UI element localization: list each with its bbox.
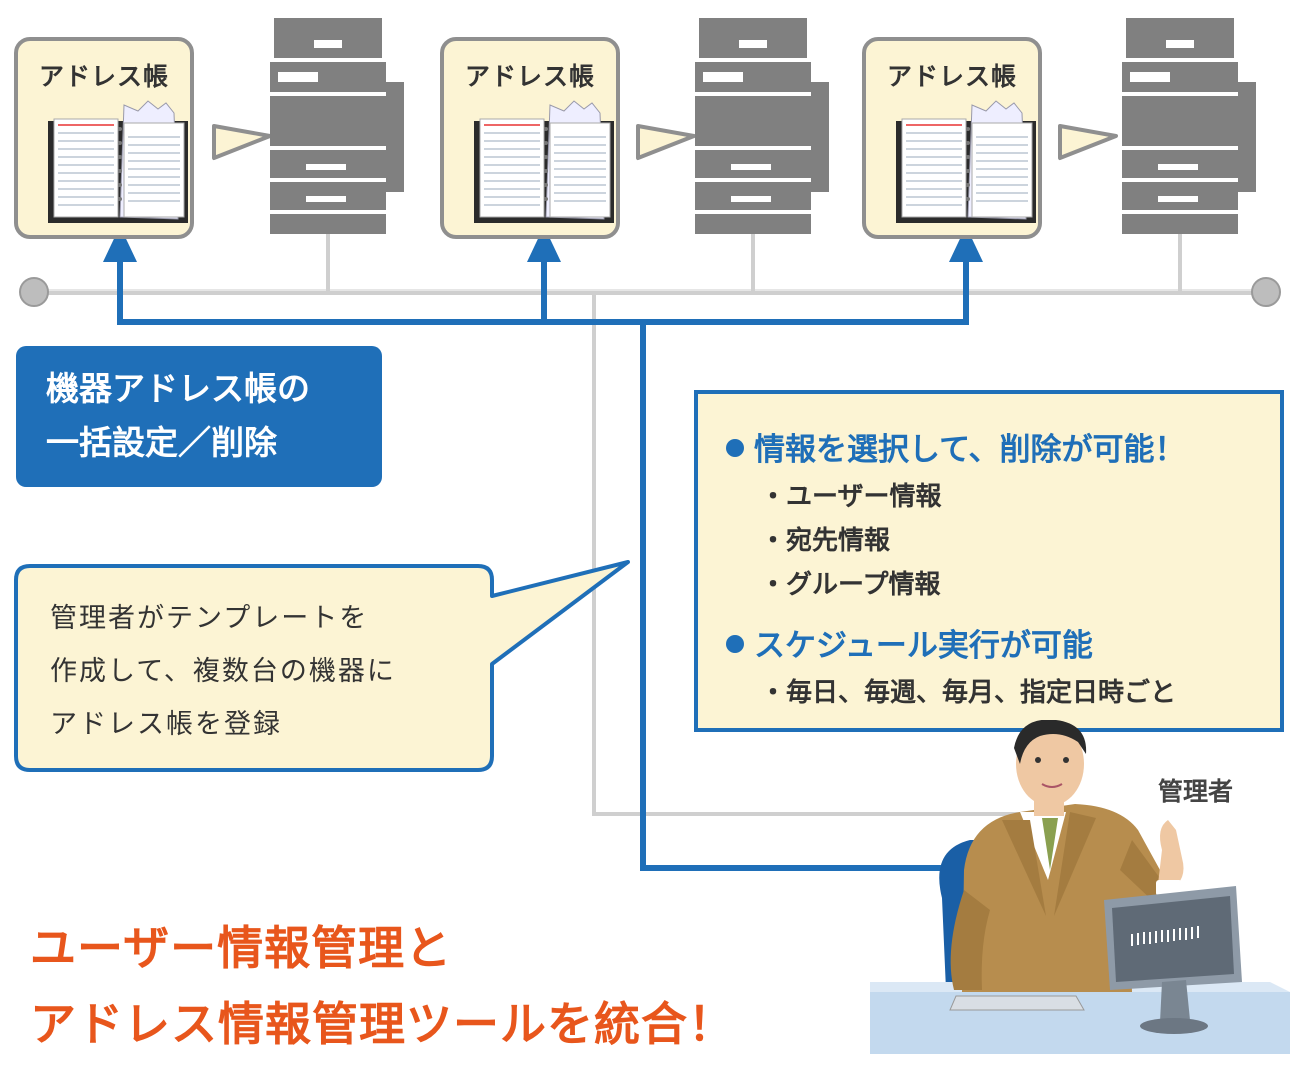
- headline-line-2: アドレス情報管理ツールを統合！: [30, 997, 735, 1051]
- bulk-callout-line-2: 一括設定／削除: [46, 423, 277, 462]
- arrow-up-1: [103, 226, 137, 262]
- address-book-panel-1: アドレス帳: [14, 37, 194, 239]
- address-book-icon: [474, 100, 614, 223]
- feature-item-destination-info: ・宛先情報: [760, 526, 891, 556]
- feature-heading-schedule-text: スケジュール実行が可能: [754, 628, 1093, 664]
- admin-network-line: [592, 292, 1020, 816]
- address-book-icon: [896, 100, 1036, 223]
- template-bubble-line-2: 作成して、複数台の機器に: [50, 656, 396, 687]
- bullet-dot-icon: [726, 635, 744, 653]
- feature-heading-delete: 情報を選択して、削除が可能！: [726, 424, 1186, 469]
- address-book-panel-3: アドレス帳: [862, 37, 1042, 239]
- template-bubble-line-1: 管理者がテンプレートを: [50, 603, 369, 634]
- feature-heading-delete-text: 情報を選択して、削除が可能！: [754, 432, 1186, 468]
- arrow-up-3: [949, 226, 983, 262]
- administrator-label: 管理者: [1158, 777, 1234, 806]
- headline-line-1: ユーザー情報管理と: [30, 921, 453, 975]
- feature-heading-schedule: スケジュール実行が可能: [726, 620, 1093, 665]
- bus-end-left: [19, 277, 49, 307]
- bulk-callout-line-1: 機器アドレス帳の: [46, 369, 310, 408]
- arrow-up-2: [527, 226, 561, 262]
- feature-item-user-info: ・ユーザー情報: [760, 482, 942, 512]
- printer-icon: [270, 18, 404, 234]
- address-book-label: アドレス帳: [886, 62, 1017, 91]
- address-book-label: アドレス帳: [38, 62, 169, 91]
- template-speech-bubble: [14, 560, 630, 772]
- template-bubble-text: 管理者がテンプレートを 作成して、複数台の機器に アドレス帳を登録: [50, 592, 470, 751]
- bullet-dot-icon: [726, 439, 744, 457]
- feature-item-schedule-frequency: ・毎日、毎週、毎月、指定日時ごと: [760, 678, 1177, 708]
- bus-end-right: [1251, 277, 1281, 307]
- address-book-label: アドレス帳: [464, 62, 595, 91]
- admin-distribution-line: [640, 322, 955, 871]
- address-book-icon: [48, 100, 188, 223]
- printer-icon: [1122, 18, 1256, 234]
- features-info-box: 情報を選択して、削除が可能！ ・ユーザー情報 ・宛先情報 ・グループ情報 スケジ…: [694, 390, 1284, 732]
- template-bubble-line-3: アドレス帳を登録: [50, 709, 282, 740]
- printer-icon: [695, 18, 829, 234]
- bulk-setting-callout: 機器アドレス帳の 一括設定／削除: [16, 346, 382, 487]
- address-book-panel-2: アドレス帳: [440, 37, 620, 239]
- administrator-illustration: [870, 720, 1290, 1054]
- feature-item-group-info: ・グループ情報: [760, 570, 941, 600]
